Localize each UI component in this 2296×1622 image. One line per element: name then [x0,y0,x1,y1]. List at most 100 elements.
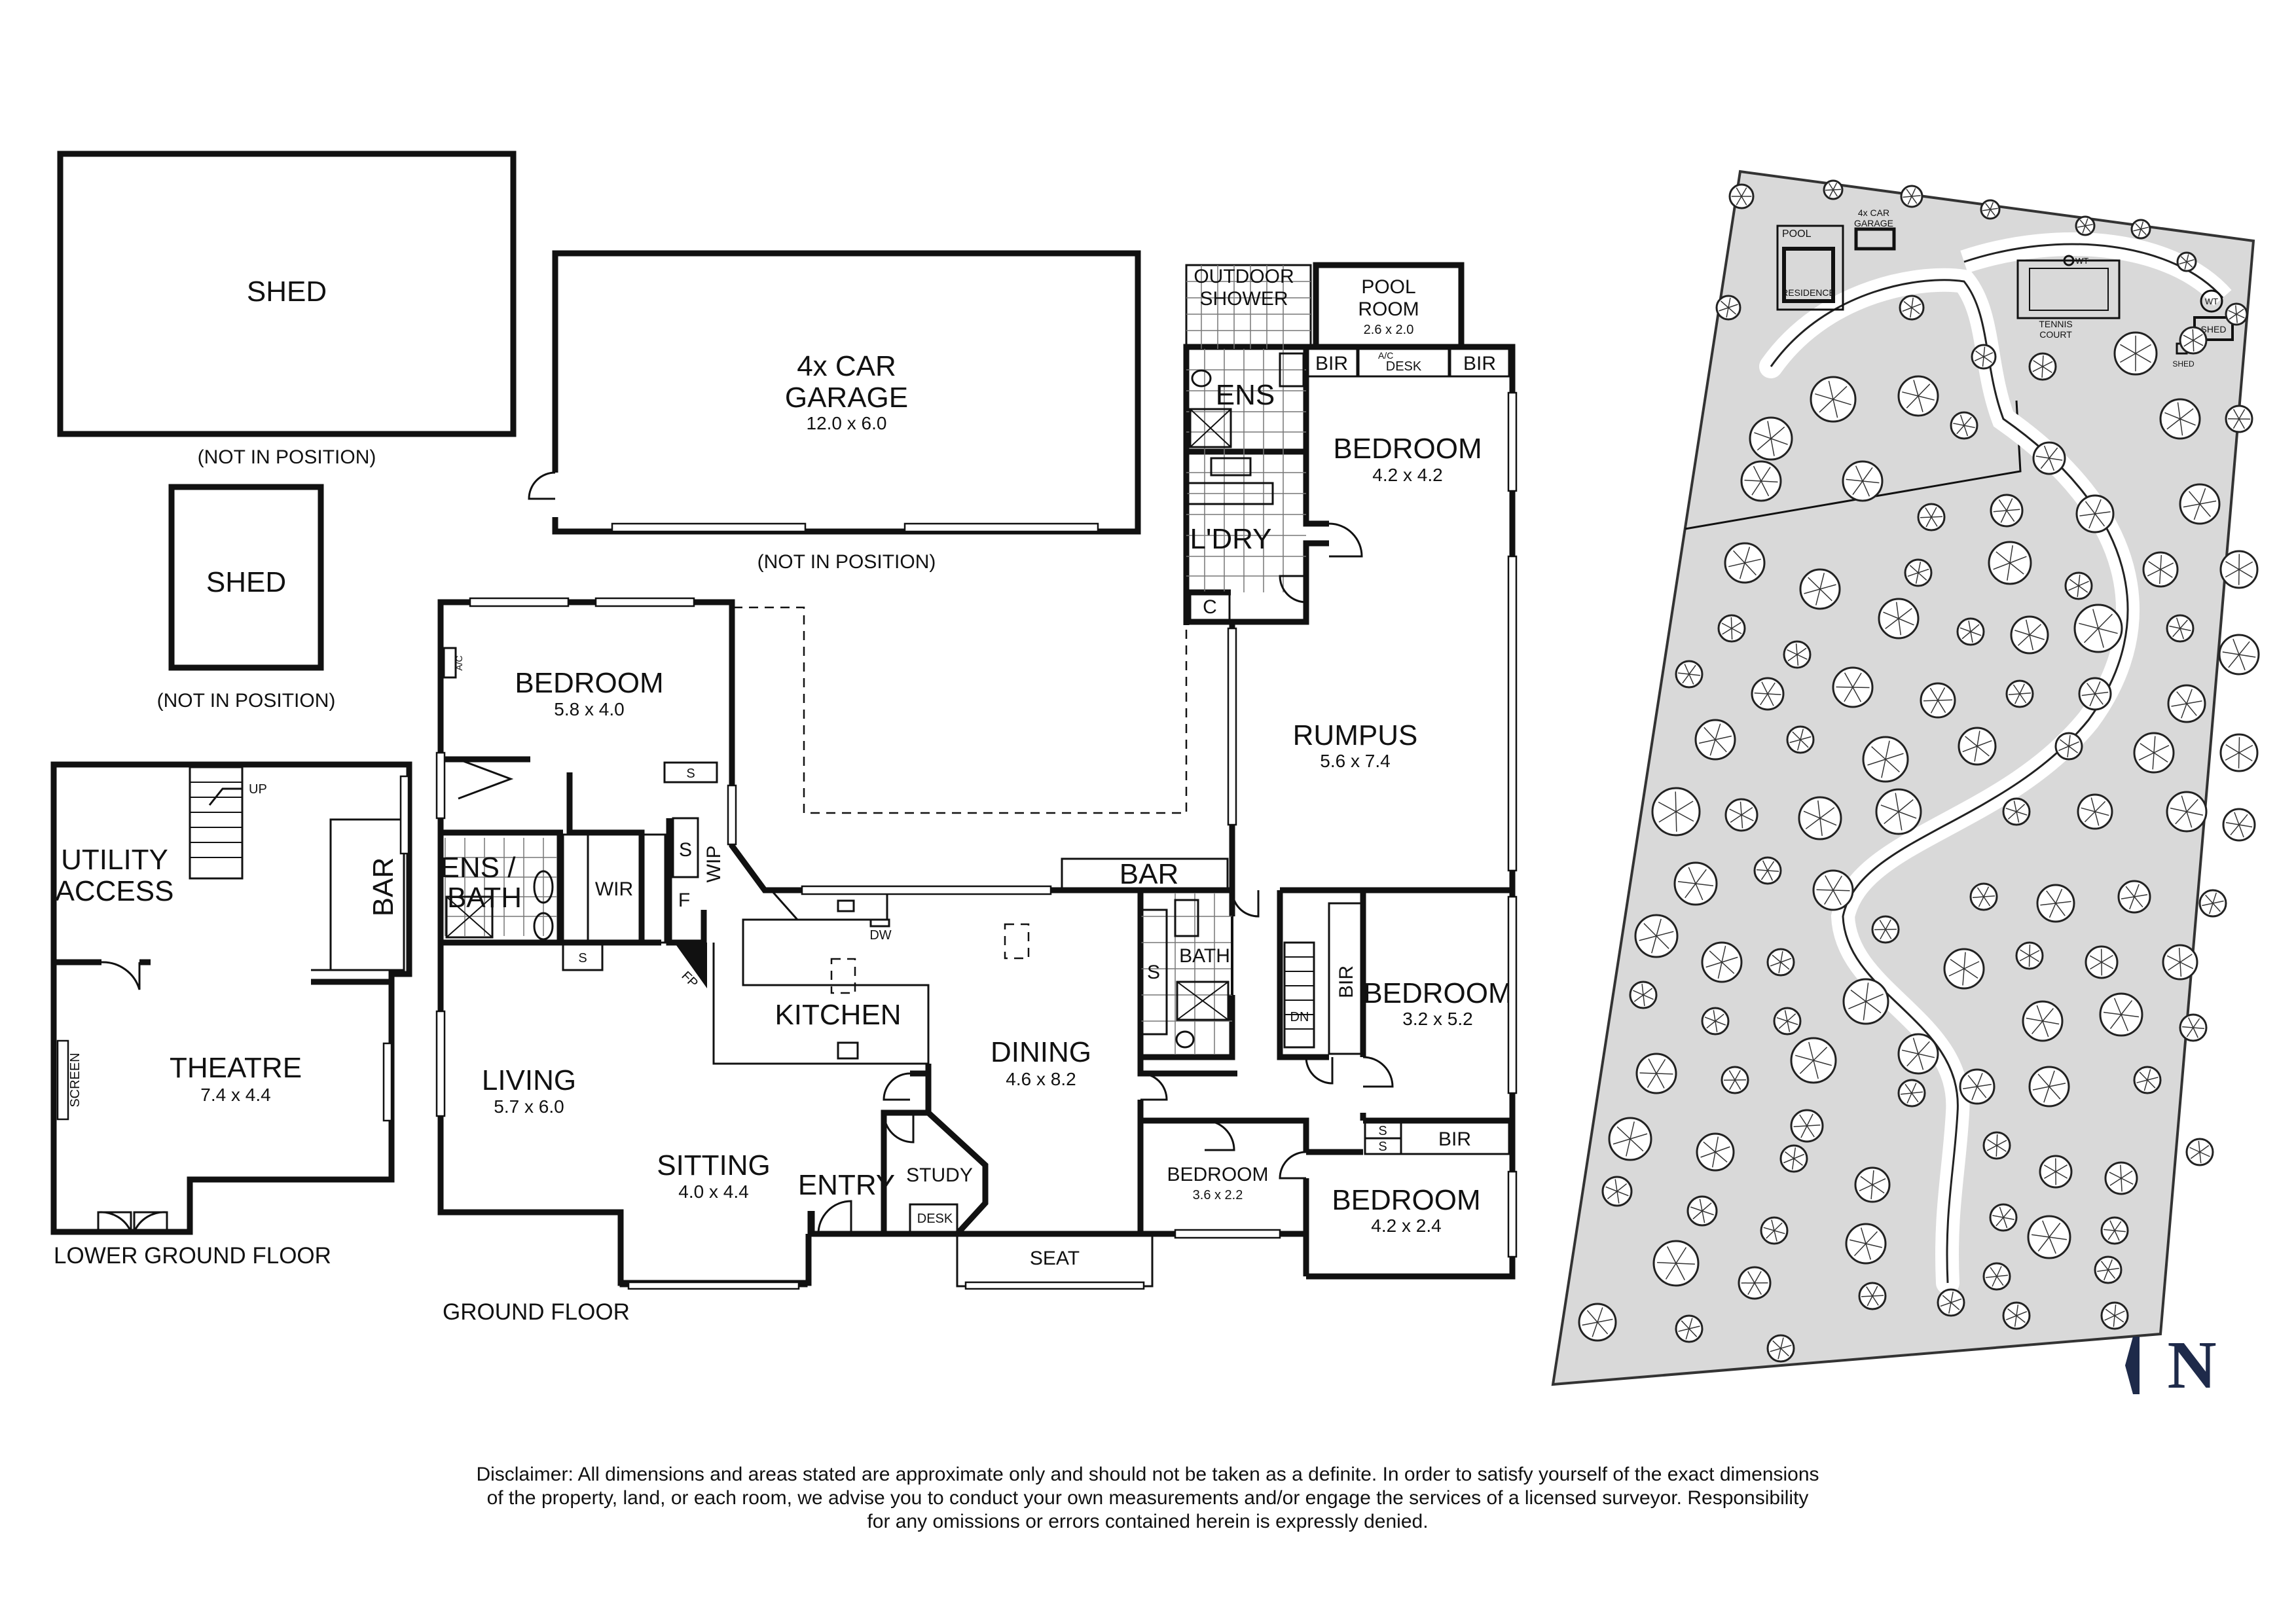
tree-icon [2010,615,2049,655]
tree-icon [2179,1013,2208,1042]
tree-icon [1982,1262,2011,1291]
tree-icon [2225,302,2248,326]
tree-icon [1686,1195,1718,1227]
sitting-bay [619,1234,808,1288]
small-bedroom-dim: 3.6 x 2.2 [1193,1188,1243,1202]
tree-icon [2085,945,2119,979]
theatre-dim: 7.4 x 4.4 [200,1085,270,1105]
ens-shower-x [1190,408,1231,448]
site-tennis-label-1: TENNIS [2039,319,2072,329]
dishwasher [869,918,890,928]
site-pool-label: POOL [1782,228,1812,240]
tree-icon [1773,1007,1802,1036]
master-robe-s [663,761,718,784]
pantry-s [672,817,699,878]
desk-label: DESK [917,1212,953,1226]
garage-label-1: 4x CAR [797,350,896,382]
site-wt-tank-1 [2063,255,2075,266]
laundry-door-arc [1279,575,1307,604]
seat-label: SEAT [1030,1248,1080,1269]
dw-label: DW [869,928,891,943]
garage-note: (NOT IN POSITION) [757,551,936,573]
tree-icon [1652,1240,1700,1287]
stair-door-arc [1362,1056,1394,1088]
garage-door-1 [611,522,807,533]
laundry-tiles [1186,452,1306,592]
tree-icon [1701,941,1743,983]
se-robe-s1-label: S [1378,1124,1387,1138]
fireplace [674,943,707,988]
tree-icon [1862,736,1909,783]
kitchen-bench [712,918,930,1065]
wir-robe-1 [562,833,589,944]
east-bedroom-label: BEDROOM [1363,977,1512,1009]
utility-label-2: ACCESS [56,875,174,907]
tree-icon [1899,295,1925,321]
master-ens-s-label: S [578,951,587,965]
skylight-dining [1004,923,1030,960]
ens-tiles [1186,349,1306,452]
tree-icon [1783,640,1812,669]
tree-icon [1779,1144,1808,1173]
tree-icon [1799,568,1841,610]
outdoor-shower [1185,264,1312,350]
tree-icon [1969,882,1998,911]
tree-icon [1724,798,1758,832]
tree-icon [1790,1037,1837,1084]
ens-bath-label-2: BATH [447,882,522,914]
small-bedroom-door-arc [1204,1119,1235,1151]
tree-icon [1694,719,1736,761]
screen-label: SCREEN [68,1053,82,1107]
site-wt-label-1: WT [2075,256,2088,266]
slider-kitchen-n [801,885,1052,895]
tree-icon [2100,1301,2129,1330]
study-door-arc [883,1112,915,1144]
laundry-tub [1210,457,1252,477]
utility-door-arc [101,961,141,990]
tree-icon [2162,944,2198,981]
small-bedroom-label: BEDROOM [1167,1164,1268,1185]
entry-label: ENTRY [798,1169,895,1201]
master-suite-wall [441,756,645,943]
living-dim: 5.7 x 6.0 [494,1096,564,1117]
sink [837,899,855,912]
bir-east-label: BIR [1336,965,1357,998]
tree-icon [1845,1223,1887,1265]
tree-icon [1635,1053,1677,1094]
lower-bar-counter [329,818,405,971]
linen-s-label: S [1147,962,1160,983]
tree-icon [2225,405,2253,433]
slider-wip [727,784,737,846]
tree-icon [1810,376,1857,423]
tree-icon [1675,660,1704,689]
window-bay-sitting [627,1281,800,1290]
ac-unit [443,647,457,679]
tree-icon [2100,1216,2129,1245]
tree-icon [2179,483,2221,525]
window-se-bedroom-e [1507,1170,1518,1258]
dn-label: DN [1290,1010,1309,1024]
ens-toilet [1191,369,1212,387]
shed-large-note: (NOT IN POSITION) [198,446,376,468]
bath-shower-x [1176,981,1229,1020]
tree-icon [1842,460,1884,502]
tree-icon [1675,1314,1704,1343]
desk-ne-label: DESK [1386,359,1422,374]
tree-icon [2032,441,2066,475]
tree-icon [1578,1303,1617,1342]
tree-icon [2054,732,2083,761]
kitchen-back-bench [770,890,888,921]
disclaimer-line-3: for any omissions or errors contained he… [867,1511,1428,1532]
bar-label: BAR [1120,858,1178,890]
site-residence [1782,247,1835,303]
east-bedroom-door-arc [1305,1056,1334,1085]
rumpus-dim: 5.6 x 7.4 [1320,751,1390,771]
tree-icon [2113,331,2158,376]
lower-window-east-2 [382,1042,393,1122]
tree-icon [1871,915,1900,944]
tree-icon [1728,183,1755,209]
tree-icon [1766,1334,1795,1363]
tree-icon [1651,787,1701,837]
tree-icon [2104,1161,2138,1195]
study-label: STUDY [906,1164,973,1186]
